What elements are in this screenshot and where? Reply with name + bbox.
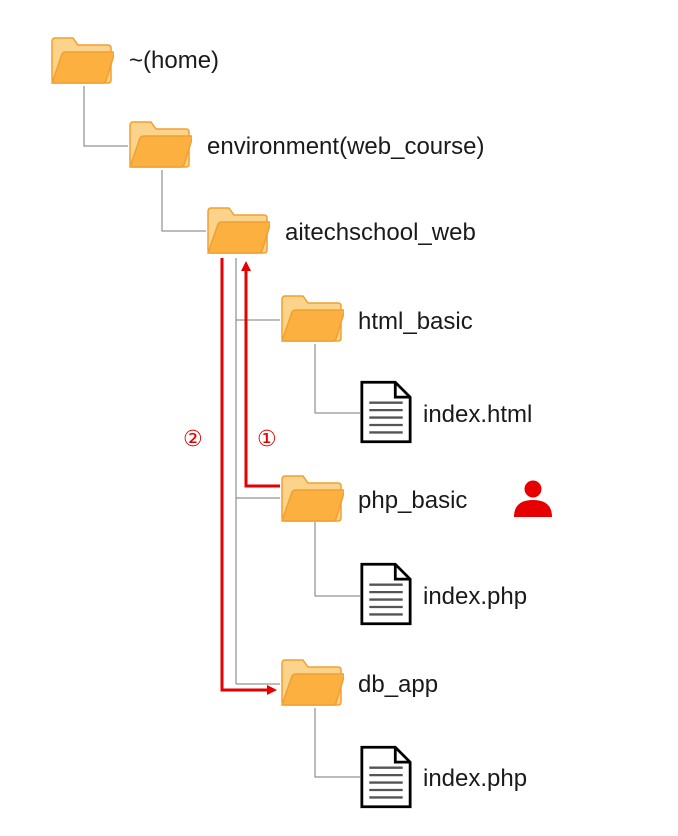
file-label-index-html: index.html: [423, 401, 532, 428]
file-icon: [360, 562, 412, 626]
node-aitechschool-web[interactable]: aitechschool_web: [207, 207, 476, 254]
folder-icon: [129, 121, 192, 168]
node-db-index[interactable]: index.php: [360, 745, 527, 809]
connector-home-environment: [83, 86, 128, 147]
connector-db-app-file: [314, 708, 360, 778]
folder-icon: [51, 37, 114, 84]
folder-label-php-basic: php_basic: [358, 487, 467, 514]
user-icon: [514, 480, 552, 517]
node-html-index[interactable]: index.html: [360, 380, 533, 444]
step-1-label: ①: [257, 427, 277, 452]
folder-label-home: ~(home): [129, 47, 219, 74]
tree-connectors: [83, 86, 360, 778]
folder-icon: [281, 475, 344, 522]
node-php-basic[interactable]: php_basic: [281, 475, 467, 522]
folder-label-aitechschool-web: aitechschool_web: [285, 219, 476, 246]
file-icon: [360, 380, 412, 444]
folder-label-html-basic: html_basic: [358, 308, 473, 335]
connector-environment-project: [161, 170, 206, 232]
node-db-app[interactable]: db_app: [281, 659, 438, 706]
navigation-arrows: [220, 258, 280, 695]
folder-icon: [281, 659, 344, 706]
connector-php-basic-file: [314, 522, 360, 597]
connector-html-basic-file: [314, 344, 360, 414]
arrow-step-1: [241, 261, 280, 488]
folder-label-db-app: db_app: [358, 671, 438, 698]
file-label-index-php-db: index.php: [423, 765, 527, 792]
node-php-index[interactable]: index.php: [360, 562, 527, 626]
node-html-basic[interactable]: html_basic: [281, 295, 473, 342]
file-icon: [360, 745, 412, 809]
folder-icon: [281, 295, 344, 342]
folder-icon: [207, 207, 270, 254]
connector-project-children: [235, 258, 280, 685]
file-label-index-php: index.php: [423, 583, 527, 610]
folder-label-environment: environment(web_course): [207, 133, 484, 160]
node-home[interactable]: ~(home): [51, 37, 219, 84]
step-2-label: ②: [183, 427, 203, 452]
node-environment[interactable]: environment(web_course): [129, 121, 484, 168]
arrow-step-2: [220, 258, 277, 695]
